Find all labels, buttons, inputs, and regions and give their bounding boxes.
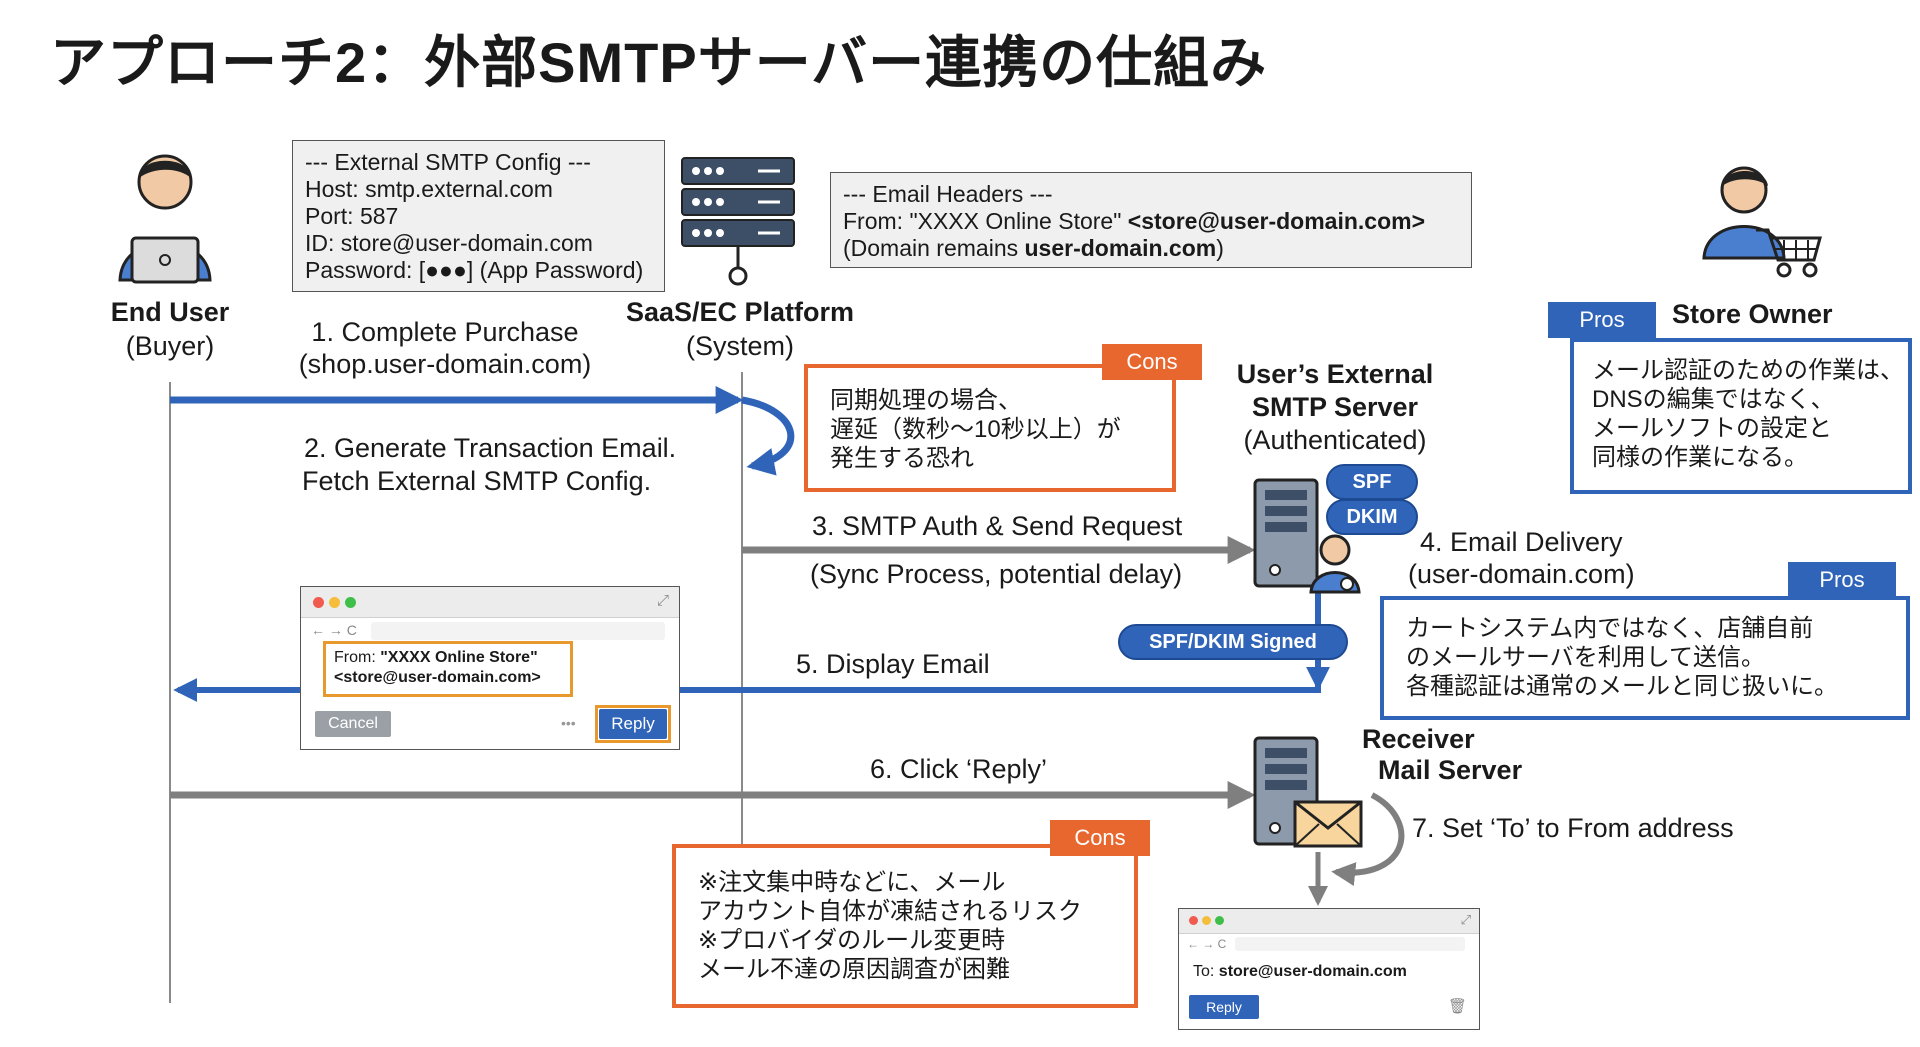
arrow-step7-loop [1331, 792, 1405, 886]
receiver-line1: Receiver [1362, 724, 1475, 754]
server-tower-mail-icon [1253, 736, 1363, 848]
minimize-dot-icon[interactable] [1202, 916, 1211, 925]
signed-badge: SPF/DKIM Signed [1118, 624, 1348, 660]
config-line: Password: [●●●] (App Password) [305, 257, 644, 283]
expand-icon[interactable]: ⤢ [1460, 912, 1471, 927]
spf-badge: SPF [1326, 464, 1418, 500]
pros-note-setup: メール認証のための作業は、 DNSの編集ではなく、 メールソフトの設定と 同様の… [1570, 338, 1912, 494]
server-tower-user-icon [1253, 478, 1361, 594]
arrow-step2-loop [741, 396, 795, 476]
user-cart-icon [1702, 166, 1822, 278]
address-bar[interactable] [1235, 937, 1465, 951]
to-field: To: store@user-domain.com [1193, 963, 1407, 980]
config-line: Port: 587 [305, 203, 399, 229]
cons-tag: Cons [1102, 344, 1202, 380]
headers-line1: --- Email Headers --- [843, 181, 1053, 207]
reply-highlight [595, 705, 671, 743]
browser-navbar: ← → C [1179, 934, 1479, 956]
browser-navbar: ← → C [301, 618, 679, 644]
config-line: ID: store@user-domain.com [305, 230, 593, 256]
expand-icon[interactable]: ⤢ [656, 592, 669, 609]
step5-label: 5. Display Email [796, 649, 990, 679]
page-title: アプローチ2：外部SMTPサーバー連携の仕組み [50, 31, 1268, 94]
pros-tag: Pros [1788, 562, 1896, 598]
step6-label: 6. Click ‘Reply’ [870, 754, 1048, 784]
step1-label: 1. Complete Purchase [311, 317, 579, 347]
step4-label: 4. Email Delivery [1420, 527, 1623, 557]
config-line: --- External SMTP Config --- [305, 149, 591, 175]
external-smtp-line1: User’s External [1236, 359, 1434, 389]
browser-titlebar: ⤢ [301, 587, 679, 618]
maximize-dot-icon[interactable] [345, 597, 356, 608]
step2-sub: Fetch External SMTP Config. [302, 466, 652, 496]
cancel-button[interactable]: Cancel [315, 711, 391, 737]
step1-sub: (shop.user-domain.com) [298, 349, 592, 379]
minimize-dot-icon[interactable] [329, 597, 340, 608]
maximize-dot-icon[interactable] [1215, 916, 1224, 925]
external-smtp-line3: (Authenticated) [1243, 425, 1427, 455]
headers-line3: (Domain remains user-domain.com) [843, 235, 1224, 261]
cons-tag: Cons [1050, 820, 1150, 856]
step2-label: 2. Generate Transaction Email. [304, 433, 677, 463]
email-headers-box: --- Email Headers --- From: "XXXX Online… [830, 172, 1472, 268]
browser-window-inbox: ⤢ ← → C From: "XXXX Online Store" <store… [300, 586, 680, 750]
platform-role: (System) [686, 331, 794, 361]
trash-icon[interactable]: 🗑 [1447, 998, 1467, 1015]
browser-window-reply: ⤢ ← → C To: store@user-domain.com Reply … [1178, 908, 1480, 1030]
store-owner-name: Store Owner [1672, 299, 1833, 329]
external-smtp-line2: SMTP Server [1251, 392, 1419, 422]
address-bar[interactable] [371, 622, 665, 640]
browser-titlebar: ⤢ [1179, 909, 1479, 934]
step3-sub: (Sync Process, potential delay) [810, 559, 1183, 589]
reply-button[interactable]: Reply [1189, 995, 1259, 1019]
headers-line2: From: "XXXX Online Store" <store@user-do… [843, 208, 1426, 234]
reply-button[interactable]: Reply [599, 709, 667, 739]
pros-tag: Pros [1548, 302, 1656, 338]
receiver-line2: Mail Server [1378, 755, 1523, 785]
nav-buttons-icon[interactable]: ← → C [311, 622, 357, 638]
nav-buttons-icon[interactable]: ← → C [1187, 937, 1227, 951]
from-field-highlight: From: "XXXX Online Store" <store@user-do… [323, 641, 573, 697]
end-user-role: (Buyer) [125, 331, 215, 361]
user-laptop-icon [118, 154, 212, 284]
close-dot-icon[interactable] [1189, 916, 1198, 925]
config-line: Host: smtp.external.com [305, 176, 553, 202]
cons-note-delay: 同期処理の場合、 遅延（数秒〜10秒以上）が 発生する恐れ [804, 364, 1176, 492]
platform-name: SaaS/EC Platform [625, 297, 855, 327]
step3-label: 3. SMTP Auth & Send Request [812, 511, 1183, 541]
end-user-name: End User [110, 297, 230, 327]
dkim-badge: DKIM [1326, 499, 1418, 535]
step4-sub: (user-domain.com) [1408, 559, 1635, 589]
step7-label: 7. Set ‘To’ to From address [1412, 813, 1734, 843]
more-icon[interactable]: ••• [561, 715, 576, 731]
close-dot-icon[interactable] [313, 597, 324, 608]
cons-note-risk: ※注文集中時などに、メール アカウント自体が凍結されるリスク ※プロバイダのルー… [672, 844, 1138, 1008]
pros-note-sending: カートシステム内ではなく、店舗自前 のメールサーバを利用して送信。 各種認証は通… [1380, 596, 1910, 720]
smtp-config-box: --- External SMTP Config --- Host: smtp.… [292, 140, 665, 292]
server-rack-icon [681, 157, 795, 286]
